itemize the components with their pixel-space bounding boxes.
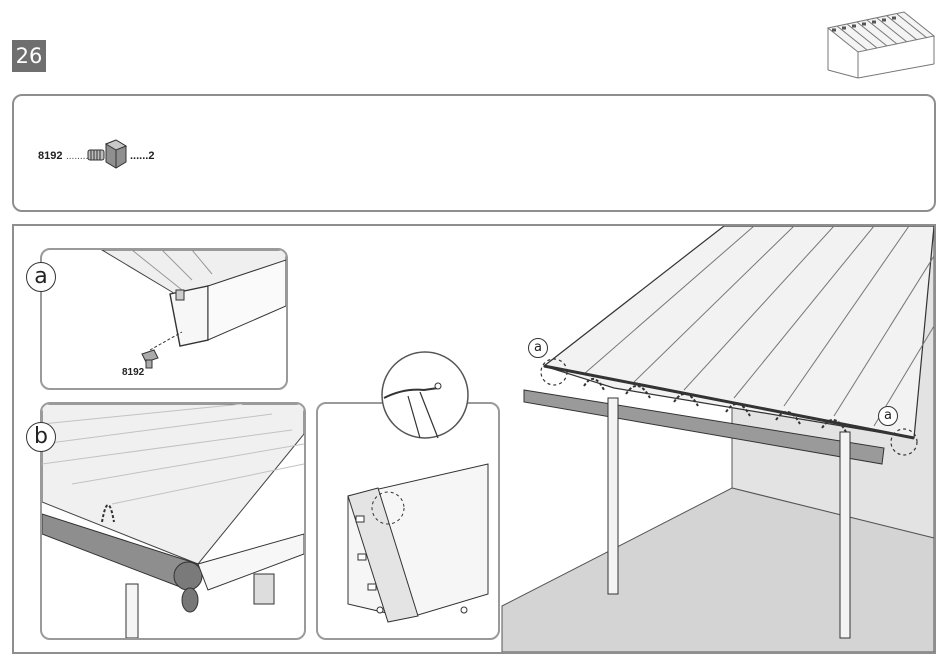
part-quantity: ......2: [130, 150, 154, 162]
zoom-circle: [380, 350, 470, 440]
pergola-thumbnail-icon: [822, 6, 940, 84]
callout-a-left: a: [528, 338, 548, 358]
detail-a-screw-code: 8192: [122, 367, 144, 378]
step-number-badge: 26: [12, 40, 46, 72]
part-leader-dots: ........: [66, 151, 88, 162]
hex-bolt-icon: [86, 138, 132, 178]
part-code: 8192: [38, 150, 62, 162]
detail-a-inset: [40, 248, 288, 390]
callout-a-detail: a: [26, 262, 56, 292]
detail-b-inset: [40, 402, 306, 640]
callout-a-right: a: [878, 406, 898, 426]
callout-b-detail: b: [26, 422, 56, 452]
